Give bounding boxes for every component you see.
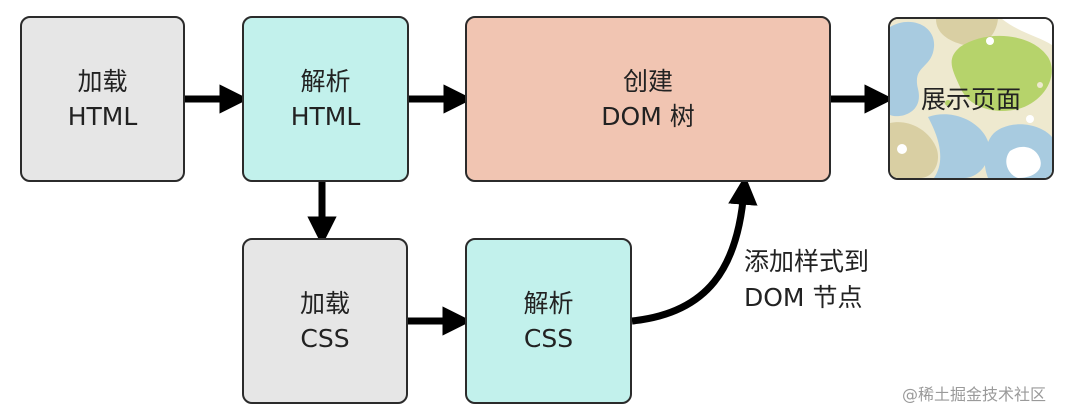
display-page-label: 展示页面 <box>920 85 1021 114</box>
abstract-page-illustration <box>890 19 1052 178</box>
create-dom-box: 创建 DOM 树 <box>465 16 831 182</box>
parse-css-line2: CSS <box>523 324 574 353</box>
parse-html-line2: HTML <box>290 102 361 131</box>
create-dom-line1: 创建 <box>622 67 673 96</box>
load-css-box: 加载 CSS <box>242 238 408 404</box>
load-html-line1: 加载 <box>77 67 128 96</box>
display-page-box: 展示页面 <box>888 17 1054 180</box>
parse-html-line1: 解析 <box>300 67 351 96</box>
parse-css-line1: 解析 <box>523 289 574 318</box>
load-html-line2: HTML <box>67 102 138 131</box>
watermark-text: @稀土掘金技术社区 <box>902 385 1047 404</box>
load-html-box: 加载 HTML <box>20 16 185 182</box>
annotation-line2: DOM 节点 <box>744 283 863 312</box>
parse-css-box: 解析 CSS <box>465 238 632 404</box>
style-annotation: 添加样式到 DOM 节点 <box>744 244 869 316</box>
annotation-line1: 添加样式到 <box>744 247 870 276</box>
arrow-parse-css-to-create-dom <box>631 175 758 325</box>
parse-html-box: 解析 HTML <box>242 16 409 182</box>
create-dom-line2: DOM 树 <box>601 102 695 131</box>
load-css-line2: CSS <box>300 324 350 353</box>
load-css-line1: 加载 <box>299 289 350 318</box>
